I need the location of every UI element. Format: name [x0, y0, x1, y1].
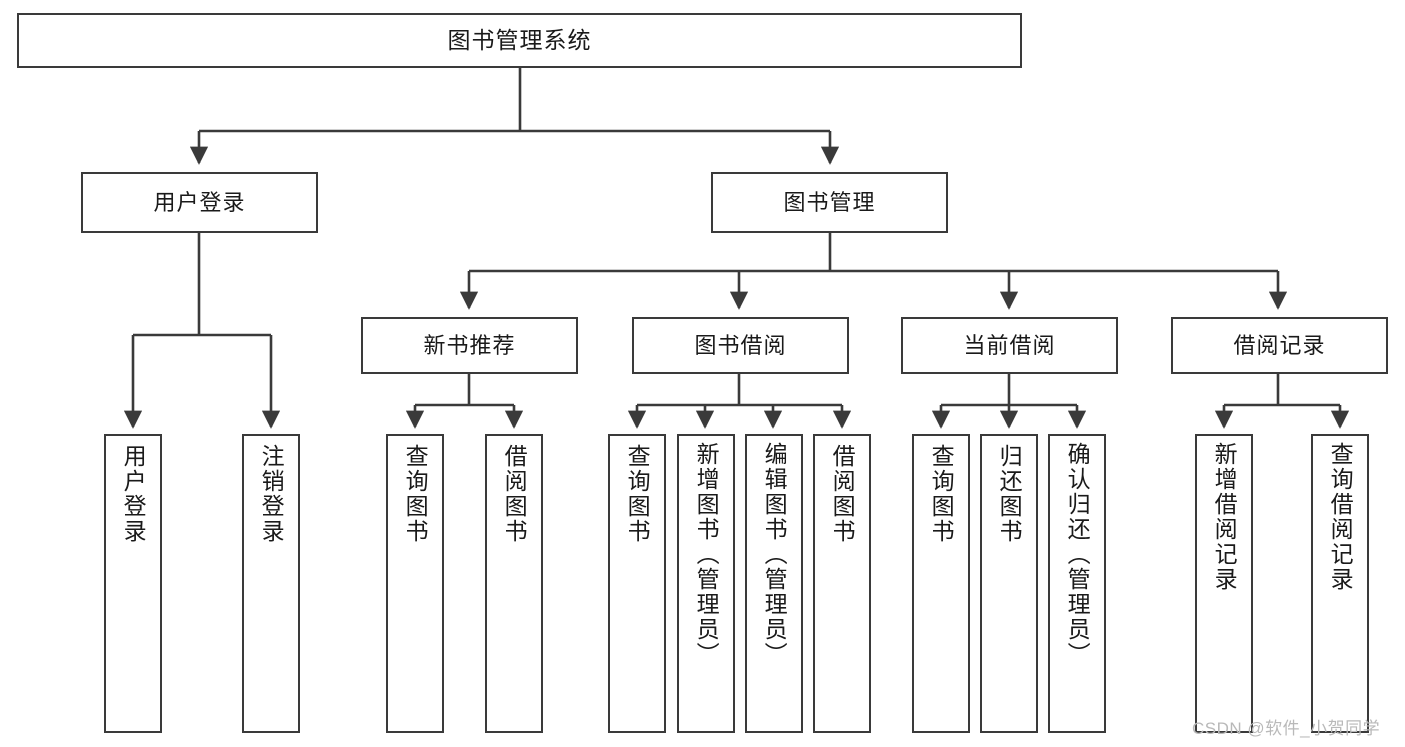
- node-root-label: 图书管理系统: [447, 27, 592, 54]
- node-leaf-query-book-1[interactable]: 查询图书: [386, 434, 444, 733]
- node-leaf-query-record-label: 查询借阅记录: [1327, 442, 1354, 592]
- node-book-manage-label: 图书管理: [783, 189, 876, 215]
- node-borrow-record[interactable]: 借阅记录: [1171, 317, 1388, 374]
- node-leaf-query-book-2-label: 查询图书: [624, 444, 651, 544]
- node-leaf-query-book-3-label: 查询图书: [928, 444, 955, 544]
- node-leaf-add-book-label: 新增图书（管理员）: [693, 442, 720, 667]
- node-leaf-borrow-book-1[interactable]: 借阅图书: [485, 434, 543, 733]
- node-new-book-recommend-label: 新书推荐: [423, 332, 516, 358]
- node-user-login[interactable]: 用户登录: [81, 172, 318, 233]
- node-user-login-label: 用户登录: [153, 189, 246, 215]
- node-leaf-add-record[interactable]: 新增借阅记录: [1195, 434, 1253, 733]
- node-leaf-add-record-label: 新增借阅记录: [1211, 442, 1238, 592]
- node-leaf-return-book[interactable]: 归还图书: [980, 434, 1038, 733]
- node-leaf-edit-book-label: 编辑图书（管理员）: [761, 442, 788, 667]
- node-new-book-recommend[interactable]: 新书推荐: [361, 317, 578, 374]
- node-leaf-confirm-return-label: 确认归还（管理员）: [1064, 442, 1091, 667]
- node-leaf-user-login[interactable]: 用户登录: [104, 434, 162, 733]
- node-leaf-query-book-1-label: 查询图书: [402, 444, 429, 544]
- node-leaf-edit-book[interactable]: 编辑图书（管理员）: [745, 434, 803, 733]
- node-root[interactable]: 图书管理系统: [17, 13, 1022, 68]
- node-leaf-user-login-label: 用户登录: [120, 444, 147, 544]
- node-borrow-record-label: 借阅记录: [1233, 332, 1326, 358]
- node-leaf-borrow-book-2[interactable]: 借阅图书: [813, 434, 871, 733]
- node-leaf-query-book-2[interactable]: 查询图书: [608, 434, 666, 733]
- node-book-manage[interactable]: 图书管理: [711, 172, 948, 233]
- node-leaf-return-book-label: 归还图书: [996, 444, 1023, 544]
- csdn-watermark: CSDN @软件_小贺同学: [1192, 719, 1381, 738]
- node-leaf-borrow-book-1-label: 借阅图书: [501, 444, 528, 544]
- node-book-borrow-label: 图书借阅: [694, 332, 787, 358]
- node-leaf-query-book-3[interactable]: 查询图书: [912, 434, 970, 733]
- node-leaf-logout-login-label: 注销登录: [258, 444, 285, 544]
- node-leaf-logout-login[interactable]: 注销登录: [242, 434, 300, 733]
- node-leaf-add-book[interactable]: 新增图书（管理员）: [677, 434, 735, 733]
- node-book-borrow[interactable]: 图书借阅: [632, 317, 849, 374]
- node-leaf-borrow-book-2-label: 借阅图书: [829, 444, 856, 544]
- node-current-borrow[interactable]: 当前借阅: [901, 317, 1118, 374]
- node-current-borrow-label: 当前借阅: [963, 332, 1056, 358]
- node-leaf-confirm-return[interactable]: 确认归还（管理员）: [1048, 434, 1106, 733]
- node-leaf-query-record[interactable]: 查询借阅记录: [1311, 434, 1369, 733]
